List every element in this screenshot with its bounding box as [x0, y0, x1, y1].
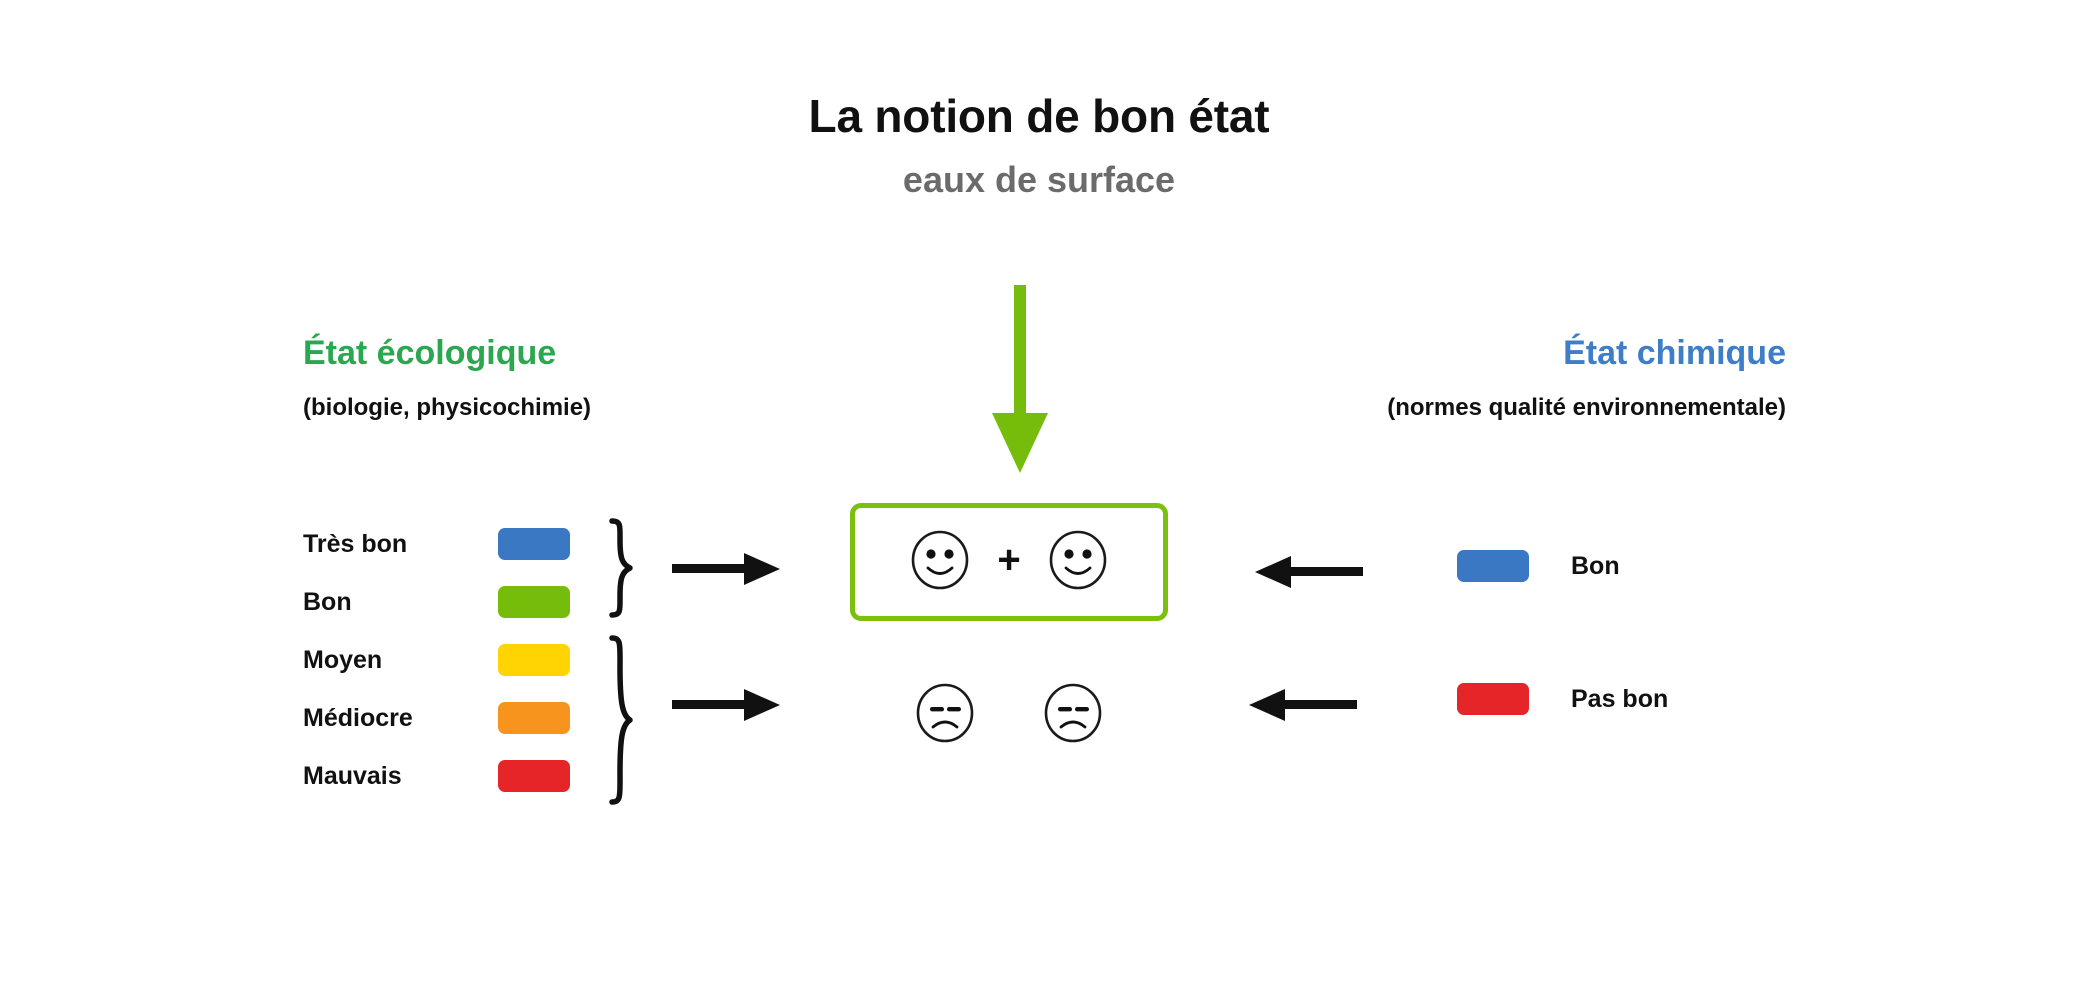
- list-item: Bon: [1457, 550, 1620, 582]
- chemical-column-header: État chimique (normes qualité environnem…: [1387, 333, 1786, 423]
- list-item: Médiocre: [303, 689, 583, 747]
- chemical-subheading: (normes qualité environnementale): [1387, 393, 1786, 421]
- eco-color-swatch-bon: [498, 586, 570, 618]
- good-status-result-box: +: [850, 503, 1168, 621]
- chem-color-swatch-pas-bon: [1457, 683, 1529, 715]
- ecological-column-header: État écologique (biologie, physicochimie…: [303, 333, 591, 423]
- eco-class-label: Mauvais: [303, 761, 402, 790]
- page-subtitle: eaux de surface: [902, 158, 1176, 200]
- arrow-left-icon: [1253, 550, 1363, 599]
- eco-class-label: Très bon: [303, 529, 408, 558]
- list-item: Mauvais: [303, 747, 583, 805]
- list-item: Pas bon: [1457, 683, 1668, 715]
- arrow-down-icon: [986, 285, 1054, 480]
- list-item: Très bon: [303, 515, 583, 573]
- smiley-happy-icon: [909, 529, 971, 596]
- eco-color-swatch-moyen: [498, 644, 570, 676]
- arrow-left-icon: [1247, 683, 1357, 732]
- chem-class-label: Bon: [1571, 551, 1620, 580]
- smiley-sad-icon: [1042, 682, 1104, 749]
- curly-brace-icon: [608, 518, 638, 623]
- ecological-subheading: (biologie, physicochimie): [303, 393, 592, 421]
- eco-class-label: Moyen: [303, 645, 383, 674]
- page-title: La notion de bon état: [808, 90, 1270, 142]
- plus-operator: +: [997, 538, 1021, 582]
- title-block: La notion de bon état eaux de surface: [0, 90, 2078, 200]
- bad-status-result-row: [850, 660, 1168, 770]
- eco-color-swatch-mauvais: [498, 760, 570, 792]
- chem-class-label: Pas bon: [1571, 684, 1669, 713]
- chem-color-swatch-bon: [1457, 550, 1529, 582]
- eco-color-swatch-mediocre: [498, 702, 570, 734]
- chemical-heading: État chimique: [1563, 334, 1786, 372]
- smiley-happy-icon: [1047, 529, 1109, 596]
- ecological-legend: Très bon Bon Moyen Médiocre Mauvais: [303, 515, 583, 805]
- smiley-sad-icon: [914, 682, 976, 749]
- curly-brace-icon: [608, 635, 638, 810]
- list-item: Moyen: [303, 631, 583, 689]
- arrow-right-icon: [672, 683, 782, 732]
- eco-color-swatch-tres-bon: [498, 528, 570, 560]
- list-item: Bon: [303, 573, 583, 631]
- eco-class-label: Bon: [303, 587, 352, 616]
- arrow-right-icon: [672, 547, 782, 596]
- eco-class-label: Médiocre: [303, 703, 413, 732]
- ecological-heading: État écologique: [303, 334, 557, 372]
